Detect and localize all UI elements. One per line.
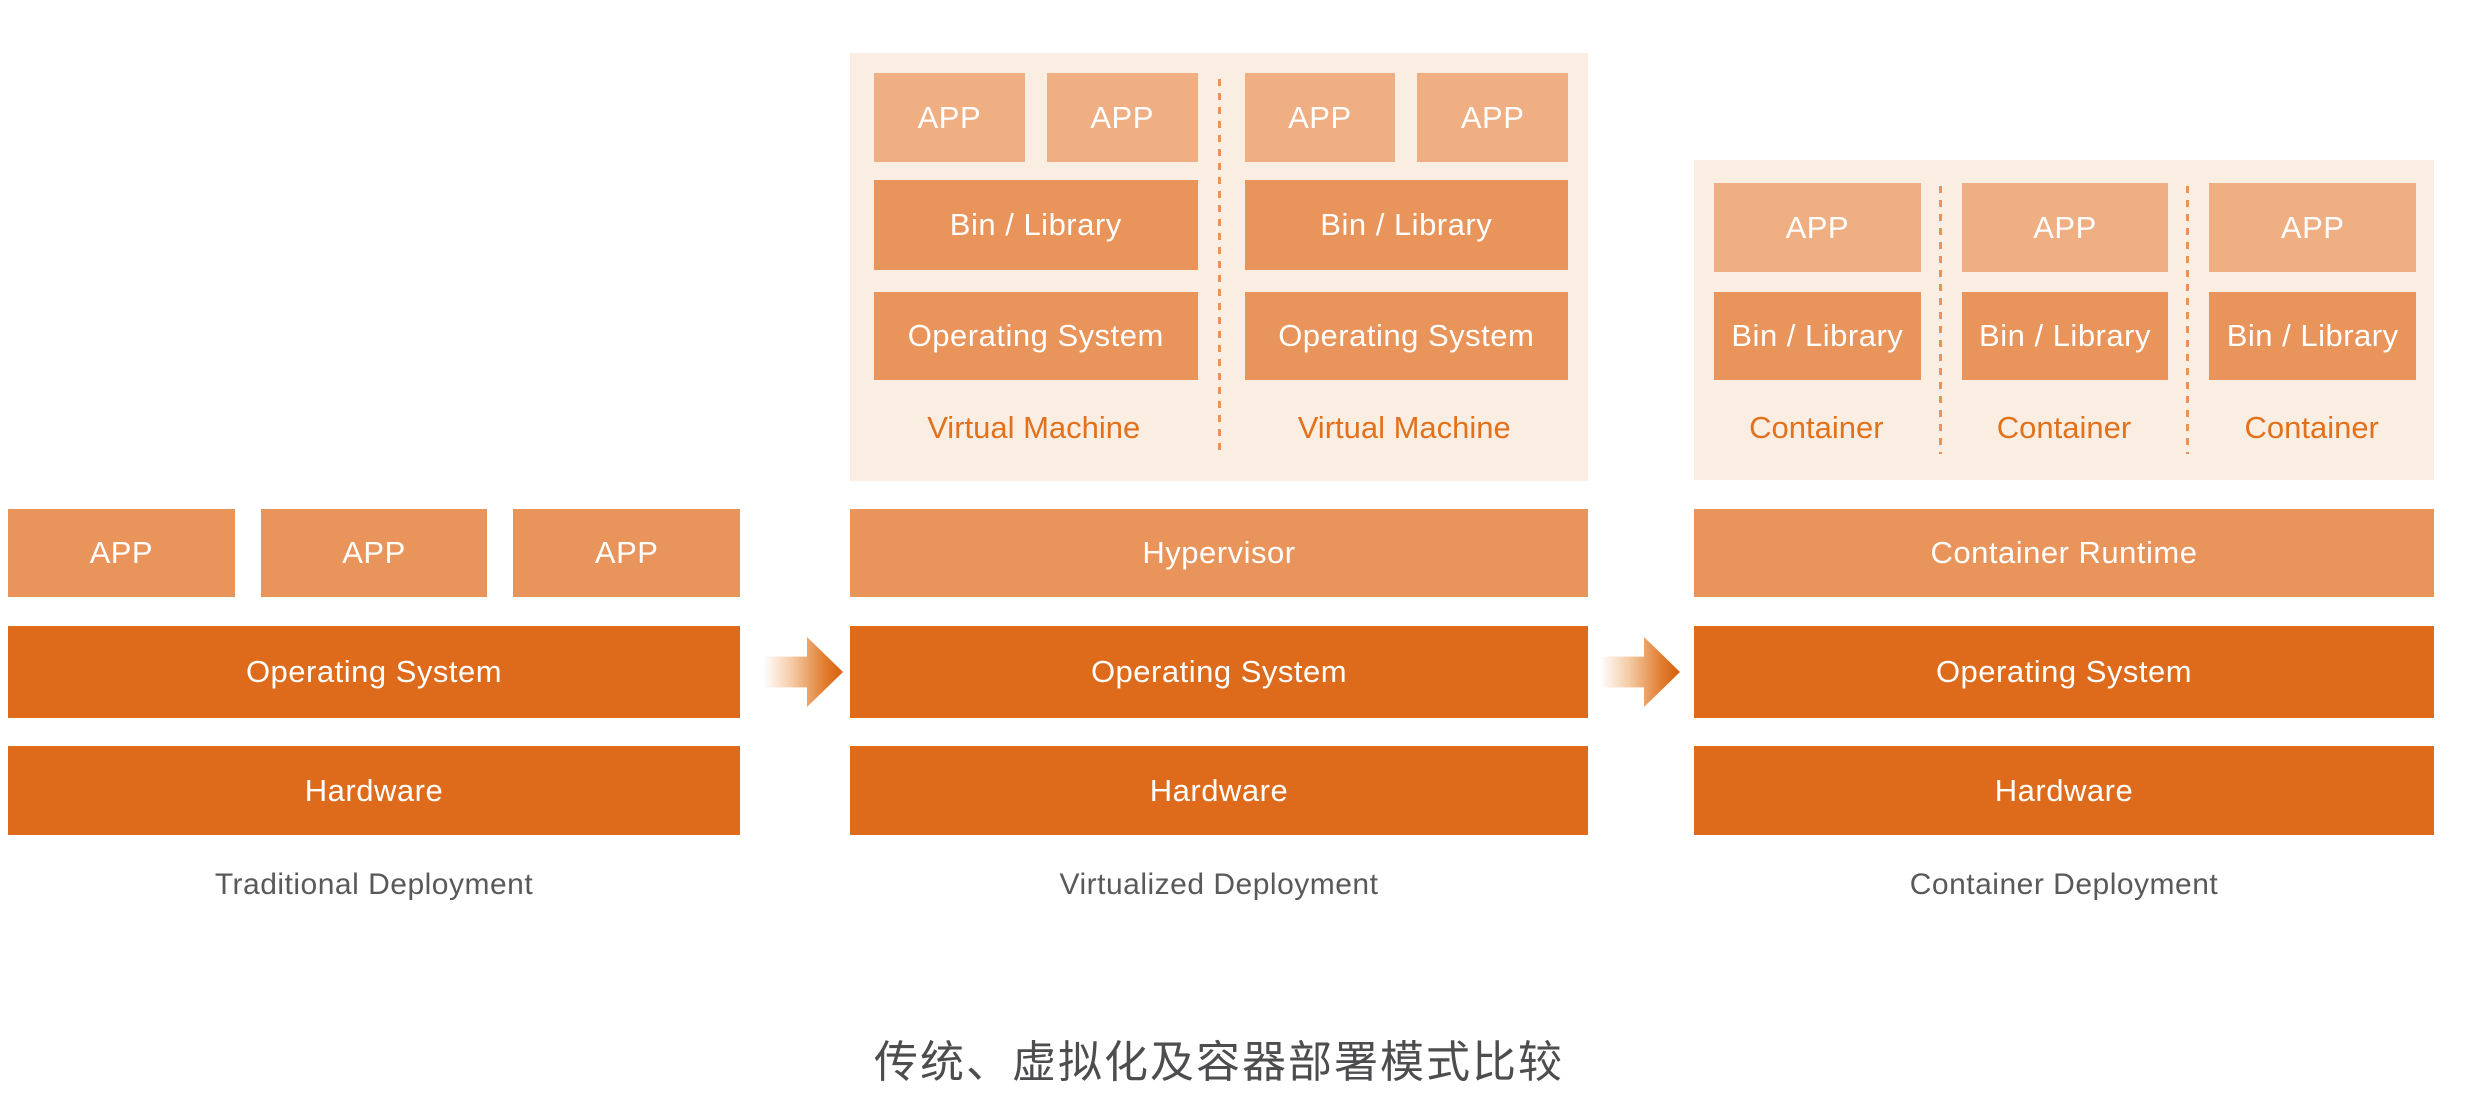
hardware-box: Hardware [850, 746, 1588, 835]
hardware-box: Hardware [1694, 746, 2434, 835]
right-arrow-icon [1600, 637, 1680, 707]
diagram-caption: 传统、虚拟化及容器部署模式比较 [874, 1038, 1564, 1087]
column-label-traditional: Traditional Deployment [214, 868, 534, 901]
traditional-app-row: APP APP APP [8, 509, 741, 597]
hypervisor-box: Hypervisor [850, 509, 1588, 597]
app-box: APP [8, 509, 235, 597]
vm-label: Virtual Machine [927, 410, 1141, 445]
bin-library-box: Bin / Library [1714, 292, 1921, 380]
bin-library-box: Bin / Library [1244, 180, 1568, 270]
vm-app-row: APP APP [1244, 73, 1568, 162]
app-box: APP [1417, 73, 1568, 162]
virtualized-column: Hypervisor Operating System Hardware Vir… [850, 0, 1588, 1096]
container-label: Container [1749, 410, 1884, 445]
app-box: APP [1961, 183, 2169, 272]
vm-app-row: APP APP [874, 73, 1198, 162]
container-runtime-box: Container Runtime [1694, 509, 2434, 597]
containers-panel: APP Bin / Library Container APP Bin / Li… [1694, 160, 2434, 480]
vm-group: APP APP Bin / Library Operating System V… [1221, 53, 1589, 481]
right-arrow-icon [763, 637, 843, 707]
container-label: Container [1996, 410, 2132, 445]
operating-system-box: Operating System [1244, 292, 1568, 380]
app-box: APP [2209, 183, 2417, 272]
bin-library-box: Bin / Library [1961, 292, 2169, 380]
app-box: APP [1244, 73, 1396, 162]
bin-library-box: Bin / Library [874, 180, 1198, 270]
vm-group: APP APP Bin / Library Operating System V… [850, 53, 1218, 481]
dashed-divider [2186, 186, 2190, 454]
column-label-virtualized: Virtualized Deployment [1059, 868, 1379, 901]
traditional-column: APP APP APP Operating System Hardware Tr… [8, 0, 741, 1096]
app-box: APP [513, 509, 741, 597]
column-label-container: Container Deployment [1909, 868, 2219, 901]
container-group: APP Bin / Library Container [1942, 160, 2187, 480]
container-label: Container [2244, 410, 2379, 445]
operating-system-box: Operating System [1694, 626, 2434, 718]
operating-system-box: Operating System [850, 626, 1588, 718]
bin-library-box: Bin / Library [2209, 292, 2417, 380]
dashed-divider [1217, 79, 1221, 455]
vm-label: Virtual Machine [1297, 410, 1511, 445]
app-box: APP [260, 509, 488, 597]
hardware-box: Hardware [8, 746, 740, 835]
container-group: APP Bin / Library Container [2189, 160, 2434, 480]
dashed-divider [1938, 186, 1942, 454]
app-box: APP [874, 73, 1025, 162]
operating-system-box: Operating System [8, 626, 740, 718]
operating-system-box: Operating System [874, 292, 1198, 380]
app-box: APP [1046, 73, 1198, 162]
virtual-machines-panel: APP APP Bin / Library Operating System V… [850, 53, 1588, 481]
container-column: Container Runtime Operating System Hardw… [1694, 0, 2434, 1096]
container-group: APP Bin / Library Container [1694, 160, 1939, 480]
app-box: APP [1714, 183, 1921, 272]
